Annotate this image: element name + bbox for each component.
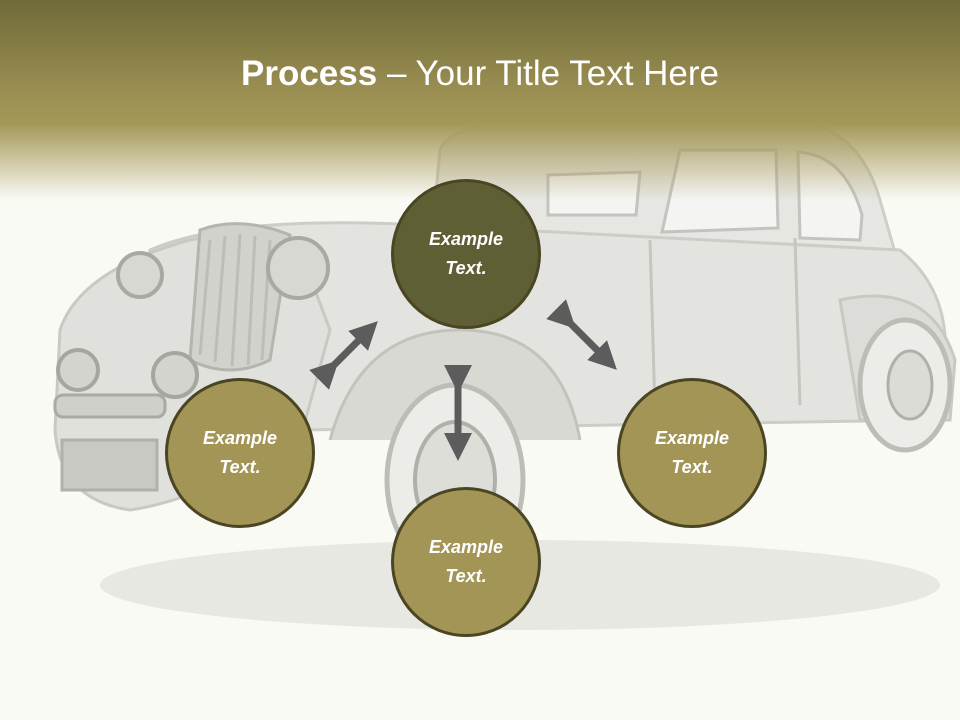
node-right-line1: Example — [654, 428, 730, 448]
process-node-left: Example Text. — [165, 378, 315, 528]
slide-title: Process – Your Title Text Here — [0, 52, 960, 96]
node-right-line2: Text. — [671, 457, 713, 477]
process-node-bottom: Example Text. — [391, 487, 541, 637]
node-left-line1: Example — [202, 428, 278, 448]
process-node-right: Example Text. — [617, 378, 767, 528]
arrow-top-left — [309, 321, 378, 390]
slide-title-rest: – Your Title Text Here — [377, 54, 719, 93]
node-top-line2: Text. — [445, 258, 487, 278]
node-top-line1: Example — [428, 229, 504, 249]
header-band — [0, 0, 960, 200]
arrow-top-right — [546, 299, 617, 370]
slide-title-bold: Process — [241, 54, 378, 93]
node-bottom-line1: Example — [428, 537, 504, 557]
process-node-top: Example Text. — [391, 179, 541, 329]
node-left-line2: Text. — [219, 457, 261, 477]
node-bottom-line2: Text. — [445, 566, 487, 586]
